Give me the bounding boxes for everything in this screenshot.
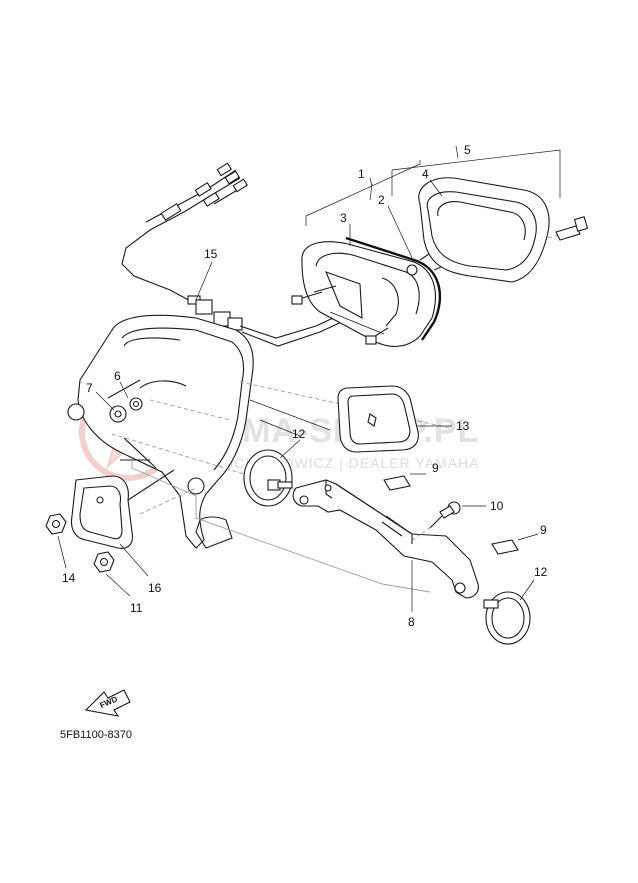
tail-light-body <box>291 236 453 347</box>
callout-4: 4 <box>422 167 429 181</box>
callout-9b: 9 <box>540 523 547 537</box>
callout-8: 8 <box>408 615 415 629</box>
side-reflector-left <box>243 449 293 507</box>
leader-lines <box>57 179 539 612</box>
pad-9-lower <box>491 539 519 555</box>
callout-11: 11 <box>130 601 143 615</box>
fwd-arrow-icon: FWD <box>84 689 131 717</box>
callout-6: 6 <box>114 369 121 383</box>
callouts: 1 2 3 4 5 6 7 8 9 9 10 11 12 12 13 14 15… <box>62 143 548 629</box>
callout-13: 13 <box>456 419 470 433</box>
callout-5: 5 <box>464 143 471 157</box>
tail-light-lens <box>418 177 573 283</box>
plate-bracket <box>70 469 197 549</box>
callout-12b: 12 <box>534 565 548 579</box>
nut-14 <box>45 513 67 535</box>
callout-10: 10 <box>490 499 504 513</box>
callout-15: 15 <box>204 247 218 261</box>
reflector-13 <box>337 385 419 453</box>
wire-harness <box>121 162 351 347</box>
callout-9a: 9 <box>432 461 439 475</box>
nut-11 <box>93 551 115 573</box>
callout-16: 16 <box>148 581 162 595</box>
bracket-8 <box>292 479 479 599</box>
callout-12a: 12 <box>292 427 306 441</box>
bolt-10 <box>411 501 461 541</box>
callout-2: 2 <box>378 193 385 207</box>
hidden-lines <box>131 399 431 593</box>
callout-3: 3 <box>340 211 347 225</box>
callout-7: 7 <box>86 381 93 395</box>
diagram-code: 5FB1100-8370 <box>60 729 132 741</box>
callout-1: 1 <box>358 167 365 181</box>
side-reflector-right <box>483 591 531 645</box>
tail-light-gasket <box>345 236 442 341</box>
lens-screw <box>555 216 589 241</box>
pad-9-upper <box>383 475 411 491</box>
callout-14: 14 <box>62 571 76 585</box>
rear-fender <box>67 314 451 549</box>
